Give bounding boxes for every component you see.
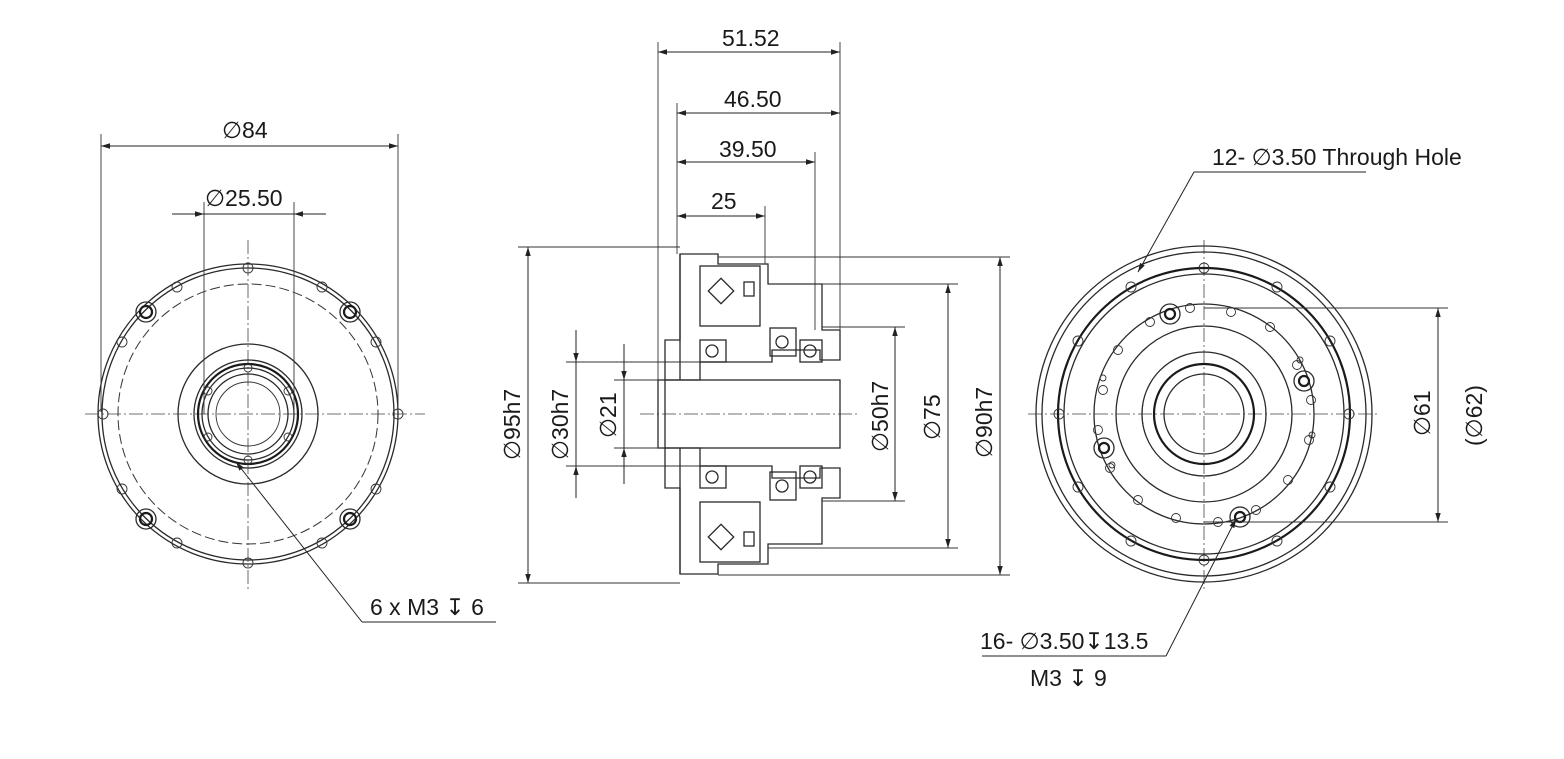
dim-dia-50: ∅50h7	[867, 381, 893, 452]
section-view: 51.52 46.50 39.50 25 ∅95h7 ∅30h7 ∅21 ∅50…	[499, 25, 1010, 584]
dim-dia-95: ∅95h7	[499, 389, 525, 460]
dim-length-4: 25	[711, 188, 737, 214]
bearing-rollers	[705, 277, 817, 551]
left-end-view: ∅84 ∅25.50 6 x M3 ↧ 6	[85, 117, 496, 623]
left-bore-diameter: ∅25.50	[205, 185, 283, 211]
threaded-holes	[1093, 303, 1315, 528]
hole-pattern-callout: 16- ∅3.50↧13.5	[980, 628, 1148, 654]
dim-length-2: 46.50	[724, 86, 782, 112]
dim-dia-30: ∅30h7	[547, 389, 573, 460]
right-end-view: ∅61 (∅62) 12- ∅3.50 Through Hole 16- ∅3.…	[980, 144, 1487, 691]
dim-dia-75: ∅75	[919, 394, 945, 440]
bolt-holes	[135, 301, 361, 530]
dim-dia-90: ∅90h7	[971, 387, 997, 458]
dim-length-3: 39.50	[719, 136, 777, 162]
pcd-62: (∅62)	[1461, 385, 1487, 446]
through-holes	[1053, 262, 1355, 566]
left-thread-callout: 6 x M3 ↧ 6	[370, 594, 484, 620]
dim-overall-length: 51.52	[722, 25, 780, 51]
through-hole-callout: 12- ∅3.50 Through Hole	[1212, 144, 1462, 170]
pcd-61: ∅61	[1409, 390, 1435, 436]
left-outer-diameter: ∅84	[222, 117, 268, 143]
pitch-holes	[97, 262, 404, 569]
dim-dia-21: ∅21	[595, 392, 621, 438]
right-thread-callout: M3 ↧ 9	[1030, 665, 1107, 691]
